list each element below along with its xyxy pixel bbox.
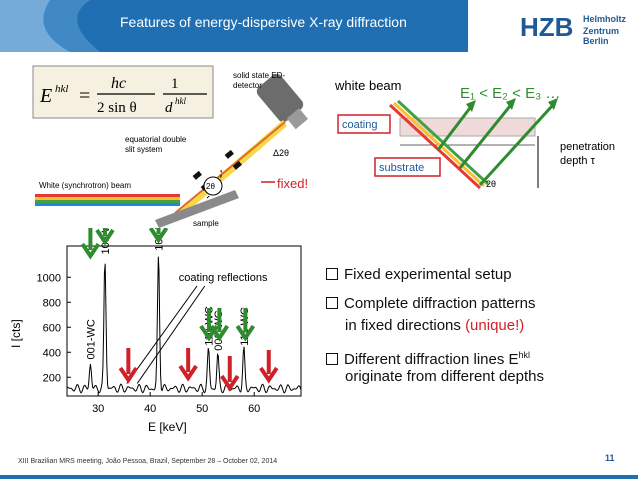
coating-label: coating bbox=[342, 119, 377, 131]
sample-plate bbox=[155, 190, 239, 228]
x-tick-label: 30 bbox=[92, 403, 104, 415]
formula-denominator-2: d bbox=[165, 100, 173, 116]
peak-label: 001-WC bbox=[85, 319, 97, 359]
sample-label: sample bbox=[193, 219, 219, 228]
coating-tag bbox=[337, 114, 391, 134]
white-beam-label: white beam bbox=[334, 78, 401, 93]
slide-title: Features of energy-dispersive X-ray diff… bbox=[120, 14, 407, 30]
penetration-label-2: depth τ bbox=[560, 155, 596, 167]
formula-lhs: E bbox=[39, 85, 52, 107]
y-tick-label: 1000 bbox=[37, 272, 61, 284]
arrow-head bbox=[209, 324, 230, 342]
diffraction-chart: I [cts] E [keV] 200 400 600 800 1000 30 40 50 60… bbox=[9, 228, 302, 434]
bullet-3-line-2: originate from different depths bbox=[345, 368, 545, 385]
formula-sup: hkl bbox=[55, 83, 68, 95]
x-tick-label: 60 bbox=[248, 403, 260, 415]
beam-label: White (synchrotron) beam bbox=[39, 181, 131, 190]
left-setup-diagram: E hkl = hc 2 sin θ 1 d hkl solid state E… bbox=[32, 65, 308, 228]
footer-line bbox=[0, 475, 638, 479]
checkbox-icon bbox=[326, 268, 338, 280]
right-depth-diagram: white beam E₁ < E₂ < E₃ … coating substr… bbox=[334, 78, 615, 190]
bullet-1: Fixed experimental setup bbox=[326, 264, 512, 286]
right-angle-label: 2θ bbox=[486, 179, 496, 189]
y-tick-label: 400 bbox=[43, 347, 61, 359]
arrow-head bbox=[178, 364, 198, 382]
x-axis-label: E [keV] bbox=[148, 420, 187, 434]
annotation-label: coating reflections bbox=[179, 272, 268, 284]
y-tick-label: 200 bbox=[43, 372, 61, 384]
x-tick-label: 40 bbox=[144, 403, 156, 415]
logo-area bbox=[468, 0, 638, 52]
spectrum-line bbox=[66, 256, 302, 394]
detector-label-1: solid state ED- bbox=[233, 71, 285, 80]
arrow-head bbox=[220, 374, 240, 392]
arrow-head bbox=[235, 324, 256, 342]
hzb-logo: HZB bbox=[520, 12, 574, 42]
detector-icon bbox=[256, 73, 308, 130]
footer-text: XIII Brazilian MRS meeting, João Pessoa,… bbox=[18, 458, 278, 465]
svg-text:hkl: hkl bbox=[175, 96, 186, 106]
formula-numerator-2: 1 bbox=[171, 76, 179, 92]
angle-label: 2θ bbox=[206, 182, 215, 191]
detector-label-2: detector bbox=[233, 81, 262, 90]
arrow-head bbox=[118, 366, 139, 384]
fixed-label: fixed! bbox=[277, 176, 308, 191]
logo-line-2: Zentrum Berlin bbox=[583, 26, 619, 46]
formula-denominator: 2 sin θ bbox=[97, 100, 137, 116]
y-tick-label: 600 bbox=[43, 322, 61, 334]
arrow-head bbox=[95, 228, 115, 246]
formula-box bbox=[32, 65, 214, 119]
coating-layer bbox=[399, 117, 536, 137]
page-number: 11 bbox=[605, 453, 615, 463]
x-tick-label: 50 bbox=[196, 403, 208, 415]
bullet-2: Complete diffraction patterns bbox=[326, 293, 536, 315]
logo-line-1: Helmholtz bbox=[583, 14, 627, 24]
energy-order-label: E₁ < E₂ < E₃ … bbox=[460, 85, 560, 102]
penetration-label-1: penetration bbox=[560, 141, 615, 153]
bullet-2-line-2: in fixed directions (unique!) bbox=[345, 317, 525, 334]
y-tick-label: 800 bbox=[43, 297, 61, 309]
bullet-3: Different diffraction lines Ehkl bbox=[326, 344, 530, 371]
arrow-head bbox=[148, 228, 169, 244]
slit-label-2: slit system bbox=[125, 145, 163, 154]
substrate-tag bbox=[374, 157, 441, 177]
checkbox-icon bbox=[326, 297, 338, 309]
delta-label: Δ2θ bbox=[273, 148, 289, 158]
arrow-head bbox=[80, 242, 101, 260]
annotation-line bbox=[126, 285, 198, 384]
slit-label-1: equatorial double bbox=[125, 135, 187, 144]
svg-text:=: = bbox=[79, 85, 90, 107]
arrow-head bbox=[259, 366, 279, 384]
header-wave-decoration bbox=[0, 0, 100, 52]
substrate-label: substrate bbox=[379, 162, 424, 174]
formula-numerator: hc bbox=[111, 75, 126, 92]
checkbox-icon bbox=[326, 353, 338, 365]
annotation-line bbox=[136, 285, 206, 384]
y-axis-label: I [cts] bbox=[9, 319, 23, 348]
